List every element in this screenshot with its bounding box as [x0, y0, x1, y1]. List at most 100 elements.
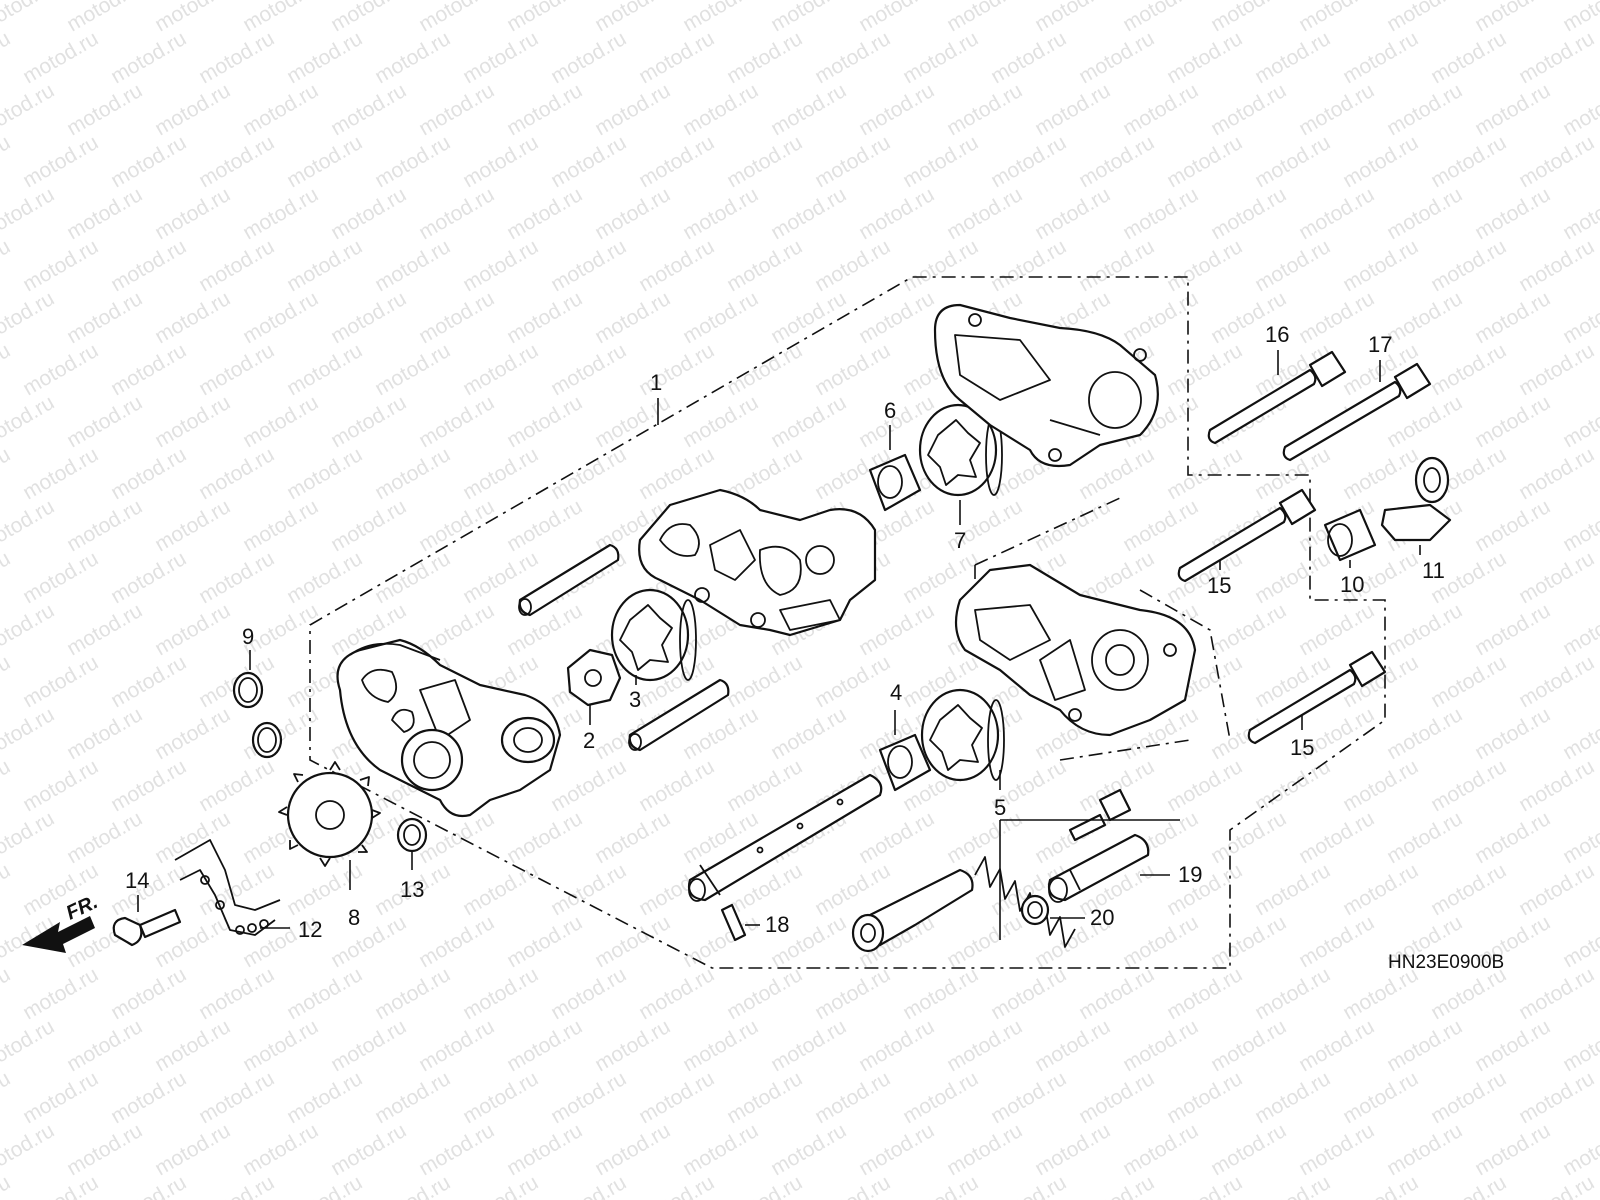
callout-14: 14 [125, 868, 149, 893]
watermark-text: motod.ru [1339, 235, 1422, 296]
watermark-text: motod.ru [679, 79, 762, 140]
bolt-15-upper [1177, 488, 1317, 583]
watermark-text: motod.ru [195, 963, 278, 1024]
watermark-text: motod.ru [1119, 183, 1202, 244]
watermark-text: motod.ru [635, 755, 718, 816]
callout-10: 10 [1340, 572, 1364, 597]
watermark-text: motod.ru [459, 963, 542, 1024]
bolt-14 [112, 908, 182, 947]
watermark-text: motod.ru [107, 235, 190, 296]
bolt-15-lower [1247, 650, 1387, 745]
watermark-text: motod.ru [283, 963, 366, 1024]
watermark-text: motod.ru [767, 287, 850, 348]
watermark-text: motod.ru [1383, 79, 1466, 140]
watermark-text: motod.ru [943, 0, 1026, 36]
watermark-text: motod.ru [1559, 391, 1600, 452]
watermark-text: motod.ru [1031, 183, 1114, 244]
watermark-text: motod.ru [855, 807, 938, 868]
watermark-text: motod.ru [1119, 495, 1202, 556]
watermark-text: motod.ru [1295, 183, 1378, 244]
watermark-text: motod.ru [1207, 911, 1290, 972]
watermark-text: motod.ru [1515, 339, 1598, 400]
watermark-text: motod.ru [151, 183, 234, 244]
watermark-text: motod.ru [1251, 235, 1334, 296]
watermark-text: motod.ru [1031, 1015, 1114, 1076]
watermark-text: motod.ru [459, 27, 542, 88]
watermark-text: motod.ru [1295, 599, 1378, 660]
watermark-text: motod.ru [1471, 183, 1554, 244]
watermark-text: motod.ru [1427, 651, 1510, 712]
watermark-text: motod.ru [1207, 183, 1290, 244]
watermark-text: motod.ru [107, 27, 190, 88]
watermark-text: motod.ru [1163, 1067, 1246, 1128]
watermark-text: motod.ru [503, 495, 586, 556]
callout-16: 16 [1265, 322, 1289, 347]
watermark-text: motod.ru [811, 131, 894, 192]
watermark-text: motod.ru [19, 131, 102, 192]
watermark-text: motod.ru [327, 79, 410, 140]
watermark-text: motod.ru [591, 287, 674, 348]
pump-body-left [336, 638, 562, 818]
watermark-text: motod.ru [547, 963, 630, 1024]
watermark-text: motod.ru [811, 1171, 894, 1200]
watermark-text: motod.ru [195, 339, 278, 400]
watermark-text: motod.ru [19, 1171, 102, 1200]
watermark-text: motod.ru [19, 27, 102, 88]
watermark-text: motod.ru [1427, 27, 1510, 88]
watermark-text: motod.ru [1515, 651, 1598, 712]
watermark-text: motod.ru [63, 1119, 146, 1180]
watermark-text: motod.ru [679, 391, 762, 452]
callout-19: 19 [1178, 862, 1202, 887]
watermark-text: motod.ru [987, 1067, 1070, 1128]
watermark-text: motod.ru [1559, 703, 1600, 764]
watermark-text: motod.ru [767, 1119, 850, 1180]
watermark-text: motod.ru [547, 339, 630, 400]
watermark-text: motod.ru [1559, 599, 1600, 660]
watermark-text: motod.ru [1339, 755, 1422, 816]
callout-7: 7 [954, 528, 966, 553]
watermark-text: motod.ru [1383, 599, 1466, 660]
watermark-text: motod.ru [1427, 131, 1510, 192]
watermark-text: motod.ru [1559, 79, 1600, 140]
collar-6 [868, 453, 922, 512]
watermark-text: motod.ru [855, 183, 938, 244]
watermark-text: motod.ru [855, 79, 938, 140]
watermark-text: motod.ru [195, 1067, 278, 1128]
watermark-text: motod.ru [459, 1067, 542, 1128]
pump-body-middle [638, 488, 877, 637]
leader-lines [137, 350, 1421, 940]
callout-15a: 15 [1207, 573, 1231, 598]
sleeve-19 [1047, 833, 1150, 903]
watermark-text: motod.ru [195, 859, 278, 920]
subassembly-boundary [974, 497, 1231, 761]
watermark-text: motod.ru [63, 79, 146, 140]
callout-11: 11 [1422, 558, 1445, 583]
watermark-text: motod.ru [107, 1067, 190, 1128]
watermark-text: motod.ru [591, 0, 674, 36]
callout-20: 20 [1090, 905, 1114, 930]
watermark-text: motod.ru [151, 287, 234, 348]
watermark-text: motod.ru [1295, 1119, 1378, 1180]
watermark-text: motod.ru [195, 1171, 278, 1200]
watermark-text: motod.ru [1295, 287, 1378, 348]
watermark-text: motod.ru [1251, 547, 1334, 608]
callout-17: 17 [1368, 332, 1392, 357]
watermark-text: motod.ru [1427, 235, 1510, 296]
watermark-text: motod.ru [679, 0, 762, 36]
watermark-text: motod.ru [0, 0, 58, 36]
watermark-text: motod.ru [371, 339, 454, 400]
watermark-text: motod.ru [1119, 287, 1202, 348]
watermark-text: motod.ru [1031, 0, 1114, 36]
watermark-text: motod.ru [1383, 391, 1466, 452]
watermark-text: motod.ru [767, 0, 850, 36]
watermark-text: motod.ru [459, 443, 542, 504]
watermark-text: motod.ru [811, 27, 894, 88]
pump-body-right [954, 563, 1197, 737]
watermark-text: motod.ru [635, 27, 718, 88]
watermark-text: motod.ru [943, 911, 1026, 972]
watermark-text: motod.ru [723, 963, 806, 1024]
watermark-text: motod.ru [63, 183, 146, 244]
watermark-text: motod.ru [151, 599, 234, 660]
watermark-text: motod.ru [1119, 911, 1202, 972]
